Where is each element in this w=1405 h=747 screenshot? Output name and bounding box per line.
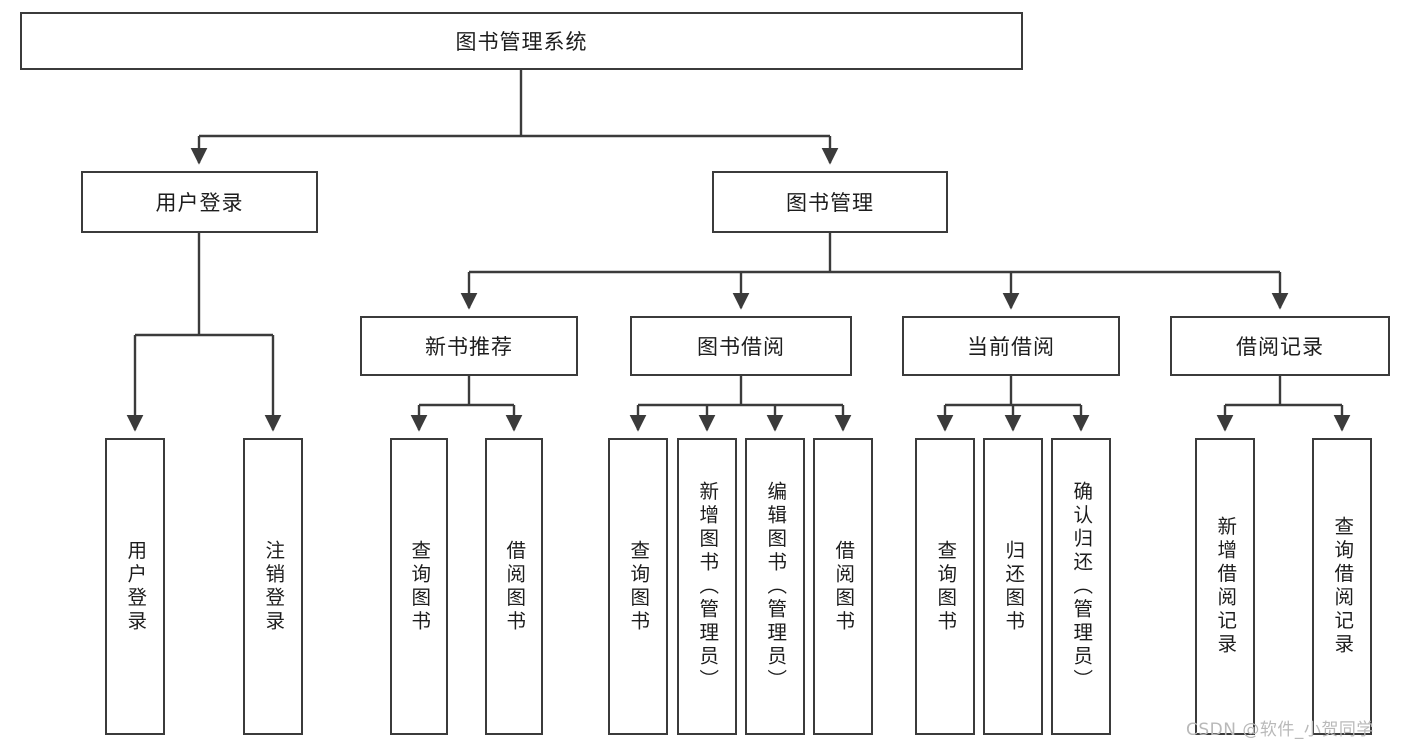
node-leaf-user-login[interactable]: 用户登录 [105, 438, 165, 735]
node-borrow-record[interactable]: 借阅记录 [1170, 316, 1390, 376]
node-leaf-confirm-return-admin-label: 确认归还（管理员） [1069, 480, 1093, 693]
node-leaf-query-book-borrow[interactable]: 查询图书 [608, 438, 668, 735]
node-book-borrow-label: 图书借阅 [697, 335, 785, 359]
node-leaf-user-login-label: 用户登录 [123, 539, 147, 634]
node-borrow-record-label: 借阅记录 [1236, 335, 1324, 359]
node-book-manage[interactable]: 图书管理 [712, 171, 948, 233]
node-root-label: 图书管理系统 [455, 30, 588, 54]
node-leaf-add-borrow-record-label: 新增借阅记录 [1213, 516, 1237, 657]
node-leaf-add-borrow-record[interactable]: 新增借阅记录 [1195, 438, 1255, 735]
node-leaf-return-book-label: 归还图书 [1001, 539, 1025, 634]
node-new-book-recommend-label: 新书推荐 [425, 335, 513, 359]
node-leaf-borrow-book-rec[interactable]: 借阅图书 [485, 438, 543, 735]
node-user-login[interactable]: 用户登录 [81, 171, 318, 233]
node-new-book-recommend[interactable]: 新书推荐 [360, 316, 578, 376]
node-leaf-add-book-admin-label: 新增图书（管理员） [695, 480, 719, 693]
node-leaf-edit-book-admin-label: 编辑图书（管理员） [763, 480, 787, 693]
node-leaf-add-book-admin[interactable]: 新增图书（管理员） [677, 438, 737, 735]
node-leaf-borrow-book-label: 借阅图书 [831, 539, 855, 634]
csdn-watermark: CSDN @软件_小贺同学 [1186, 720, 1374, 740]
node-leaf-borrow-book-rec-label: 借阅图书 [502, 539, 526, 634]
node-leaf-return-book[interactable]: 归还图书 [983, 438, 1043, 735]
node-leaf-confirm-return-admin[interactable]: 确认归还（管理员） [1051, 438, 1111, 735]
node-leaf-query-borrow-record[interactable]: 查询借阅记录 [1312, 438, 1372, 735]
node-current-borrow[interactable]: 当前借阅 [902, 316, 1120, 376]
node-leaf-query-book-rec[interactable]: 查询图书 [390, 438, 448, 735]
node-leaf-logout-login[interactable]: 注销登录 [243, 438, 303, 735]
node-leaf-borrow-book[interactable]: 借阅图书 [813, 438, 873, 735]
node-leaf-logout-login-label: 注销登录 [261, 539, 285, 634]
node-root[interactable]: 图书管理系统 [20, 12, 1023, 70]
node-leaf-query-borrow-record-label: 查询借阅记录 [1330, 516, 1354, 657]
node-leaf-query-book-rec-label: 查询图书 [407, 539, 431, 634]
node-leaf-query-book-current-label: 查询图书 [933, 539, 957, 634]
node-leaf-query-book-borrow-label: 查询图书 [626, 539, 650, 634]
node-current-borrow-label: 当前借阅 [967, 335, 1055, 359]
node-user-login-label: 用户登录 [155, 191, 244, 215]
node-leaf-edit-book-admin[interactable]: 编辑图书（管理员） [745, 438, 805, 735]
node-book-borrow[interactable]: 图书借阅 [630, 316, 852, 376]
node-book-manage-label: 图书管理 [786, 191, 874, 215]
node-leaf-query-book-current[interactable]: 查询图书 [915, 438, 975, 735]
